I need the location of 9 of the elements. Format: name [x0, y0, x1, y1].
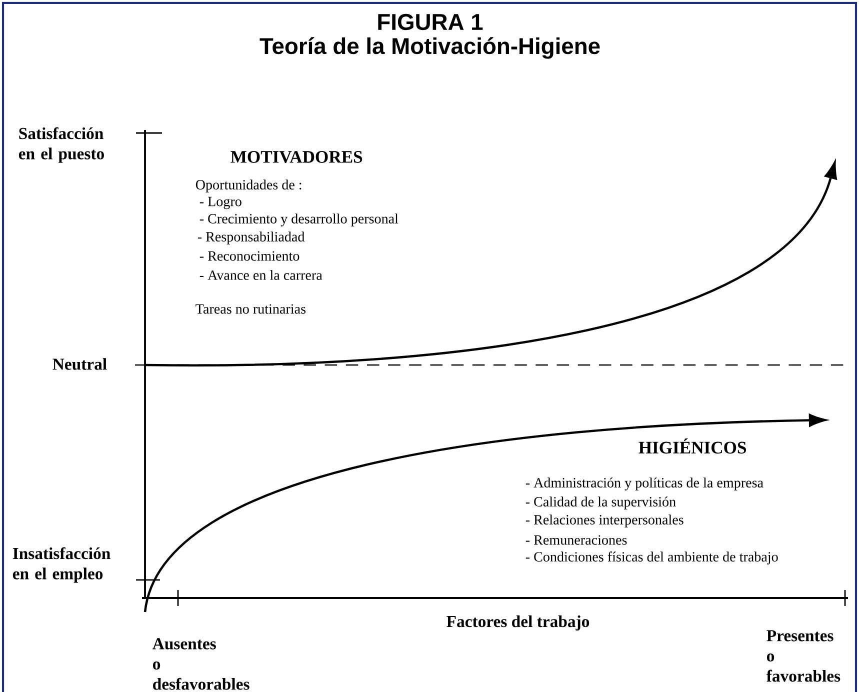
title: Teoría de la Motivación-Higiene [260, 37, 600, 59]
axis-label: Ausentes o desfavorables [152, 638, 250, 690]
axis-label: Insatisfacción en el empleo [12, 547, 110, 583]
group-heading: MOTIVADORES [230, 151, 362, 163]
axis-label: Neutral [52, 358, 107, 370]
axis-label: Satisfacción en el puesto [18, 127, 104, 163]
figure-number: FIGURA 1 [378, 14, 483, 30]
axis-label: Presentes o favorables [766, 630, 840, 682]
axis-label: Factores del trabajo [446, 615, 590, 631]
